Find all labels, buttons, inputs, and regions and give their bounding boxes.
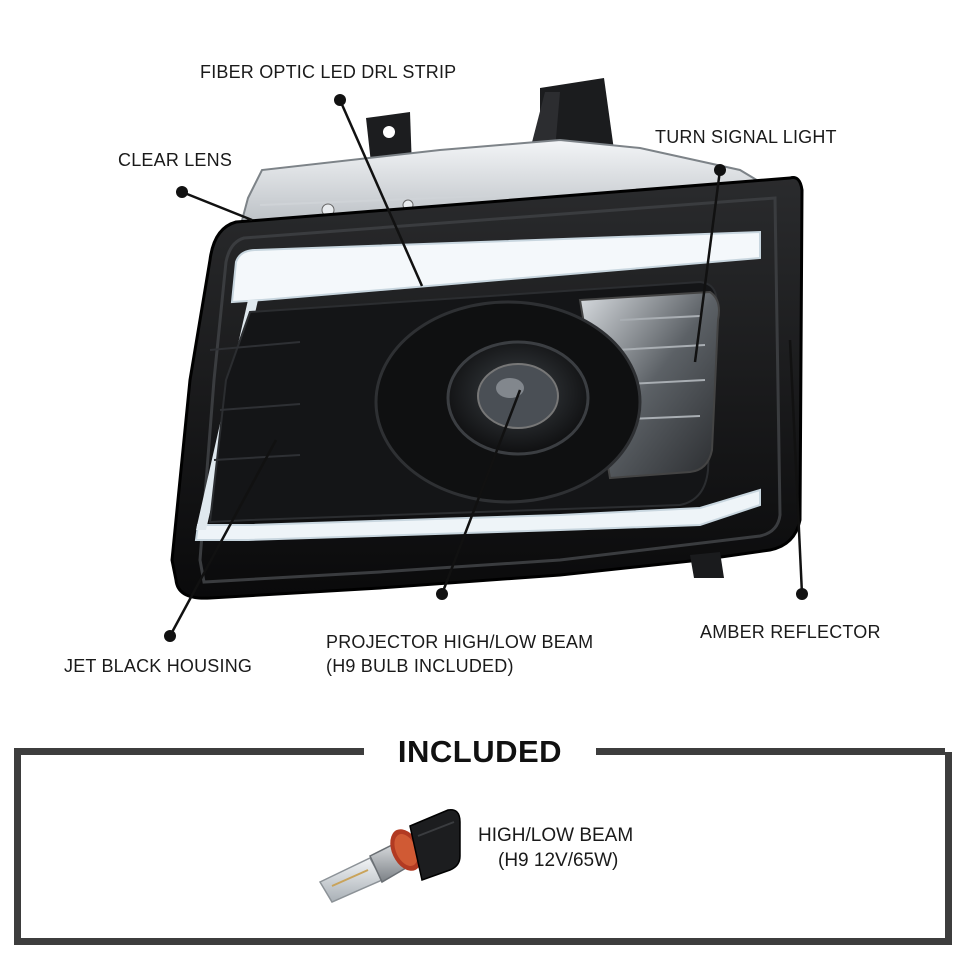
label-projector-line1: PROJECTOR HIGH/LOW BEAM xyxy=(326,632,594,652)
projector-assembly xyxy=(374,300,642,504)
drl-strip xyxy=(230,230,761,304)
included-box-top-left xyxy=(14,748,364,755)
leader-clear-lens xyxy=(181,190,253,222)
label-jet-black-housing: JET BLACK HOUSING xyxy=(64,656,253,676)
leader-lines xyxy=(168,99,804,637)
headlight-illustration xyxy=(164,78,808,642)
included-box-top-right xyxy=(596,748,945,755)
leader-fiber-optic xyxy=(338,99,424,287)
bulb-description: HIGH/LOW BEAM (H9 12V/65W) xyxy=(478,823,633,873)
leader-amber-reflector xyxy=(788,339,804,595)
leader-dot-projector xyxy=(436,588,448,600)
included-title: INCLUDED xyxy=(397,734,563,769)
label-amber-reflector: AMBER REFLECTOR xyxy=(700,622,881,642)
h9-bulb-image xyxy=(318,809,461,903)
leader-dot-clear-lens xyxy=(176,186,188,198)
included-box xyxy=(14,752,952,945)
label-fiber-optic: FIBER OPTIC LED DRL STRIP xyxy=(200,62,457,82)
leader-dot-jet-black xyxy=(164,630,176,642)
leader-projector xyxy=(440,389,522,595)
leader-dot-fiber-optic xyxy=(334,94,346,106)
leader-turn-signal xyxy=(693,169,722,363)
bulb-label-line1: HIGH/LOW BEAM xyxy=(478,825,634,846)
leader-dot-amber-reflector xyxy=(796,588,808,600)
bulb-label-line2: (H9 12V/65W) xyxy=(498,850,619,871)
label-clear-lens: CLEAR LENS xyxy=(118,150,233,170)
leader-dot-turn-signal xyxy=(714,164,726,176)
label-turn-signal: TURN SIGNAL LIGHT xyxy=(655,127,837,147)
label-projector-line2: (H9 BULB INCLUDED) xyxy=(326,656,514,676)
leader-jet-black xyxy=(168,439,278,637)
